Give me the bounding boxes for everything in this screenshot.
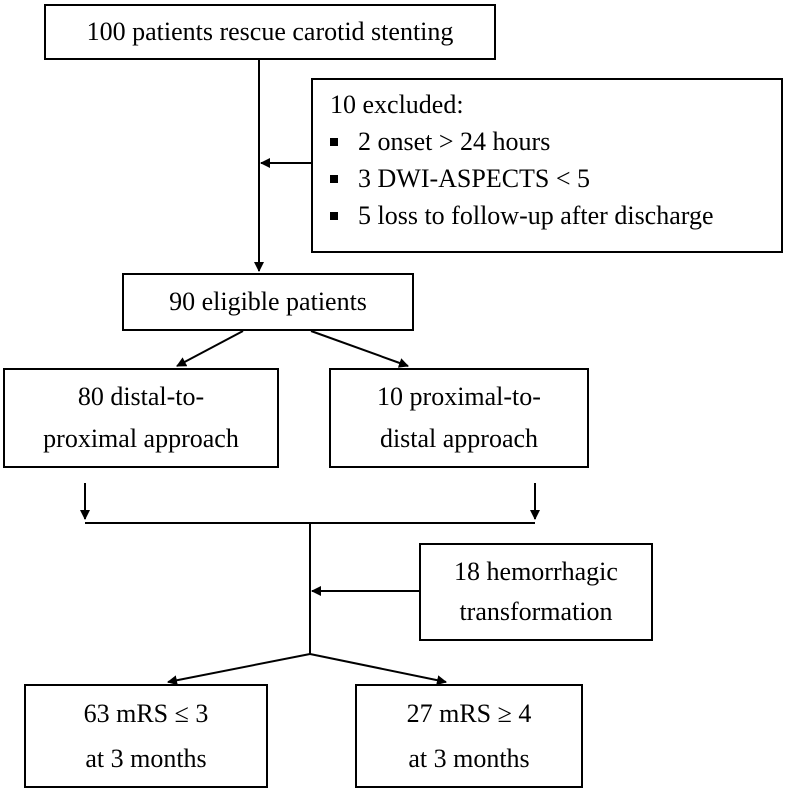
good-outcome-line-1: 63 mRS ≤ 3	[83, 698, 209, 728]
eligible-label: 90 eligible patients	[169, 287, 367, 316]
good-outcome-line-2: at 3 months	[85, 744, 207, 773]
start-box: 100 patients rescue carotid stenting	[44, 4, 496, 60]
excluded-item: 3 DWI-ASPECTS < 5	[330, 166, 781, 192]
eligible-box: 90 eligible patients	[122, 273, 414, 331]
distal-approach-box: 80 distal-to- proximal approach	[3, 368, 279, 468]
excluded-item-label: 3 DWI-ASPECTS < 5	[358, 164, 591, 193]
eligible-to-proximal-arrow	[310, 330, 409, 368]
to-poor-outcome-arrow	[309, 653, 447, 686]
start-label: 100 patients rescue carotid stenting	[86, 17, 454, 46]
proximal-line-2: distal approach	[379, 424, 539, 453]
hemorrhagic-line-2: transformation	[459, 597, 613, 626]
excluded-item-label: 2 onset > 24 hours	[358, 127, 551, 156]
poor-outcome-box: 27 mRS ≥ 4 at 3 months	[355, 684, 583, 788]
good-outcome-box: 63 mRS ≤ 3 at 3 months	[24, 684, 268, 788]
eligible-to-distal-arrow	[176, 330, 244, 367]
excluded-list: 2 onset > 24 hours 3 DWI-ASPECTS < 5 5 l…	[330, 129, 781, 229]
bullet-icon	[330, 175, 338, 183]
excluded-item: 2 onset > 24 hours	[330, 129, 781, 155]
excluded-item: 5 loss to follow-up after discharge	[330, 203, 781, 229]
excluded-item-label: 5 loss to follow-up after discharge	[358, 201, 714, 230]
hemorrhagic-box: 18 hemorrhagic transformation	[419, 543, 653, 641]
to-good-outcome-arrow	[167, 653, 311, 686]
distal-line-2: proximal approach	[43, 424, 239, 453]
poor-outcome-line-2: at 3 months	[408, 744, 530, 773]
excluded-box: 10 excluded: 2 onset > 24 hours 3 DWI-AS…	[311, 78, 783, 253]
bullet-icon	[330, 138, 338, 146]
bullet-icon	[330, 212, 338, 220]
hemorrhagic-line-1: 18 hemorrhagic	[454, 556, 618, 586]
proximal-approach-box: 10 proximal-to- distal approach	[329, 368, 589, 468]
poor-outcome-line-1: 27 mRS ≥ 4	[406, 698, 532, 728]
distal-line-1: 80 distal-to-	[77, 382, 205, 412]
proximal-line-1: 10 proximal-to-	[377, 382, 541, 412]
excluded-title: 10 excluded:	[330, 90, 464, 119]
